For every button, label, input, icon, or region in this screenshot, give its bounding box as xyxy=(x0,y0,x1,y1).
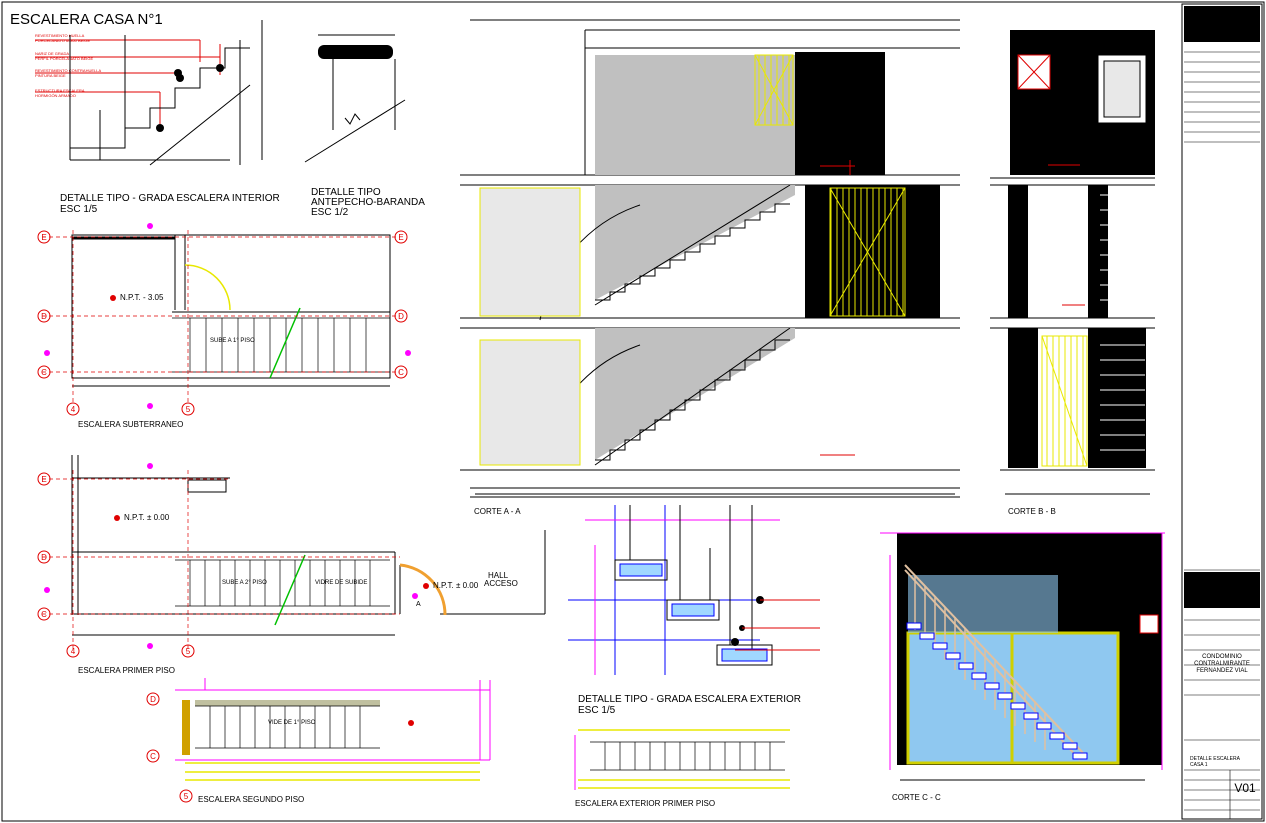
svg-text:RTU: RTU xyxy=(1202,579,1243,601)
exterior-detail-scale: ESC 1/5 xyxy=(578,705,616,716)
svg-text:PINTURA BEIGE: PINTURA BEIGE xyxy=(35,73,66,78)
svg-text:A: A xyxy=(416,601,421,608)
logo-text-top: RTU xyxy=(1202,13,1243,35)
primer-run-label: SUBE A 2° PISO xyxy=(222,580,267,586)
section-aa: CORTE A - A xyxy=(460,19,960,516)
svg-text:REVESTIMIENTO CONTRAHUELLA: REVESTIMIENTO CONTRAHUELLA xyxy=(35,68,101,73)
plan-primer-title: ESCALERA PRIMER PISO xyxy=(78,666,175,675)
svg-text:HORMIGÓN ARMADO: HORMIGÓN ARMADO xyxy=(35,93,76,98)
section-aa-title: CORTE A - A xyxy=(474,507,521,516)
primer-npt-hall: N.P.T. ± 0.00 xyxy=(433,581,479,590)
exterior-detail-title: DETALLE TIPO - GRADA ESCALERA EXTERIOR xyxy=(578,694,801,705)
svg-text:PERFIL PORCELANATO BEIGE: PERFIL PORCELANATO BEIGE xyxy=(35,56,93,61)
logo-box-top xyxy=(1184,6,1260,42)
logo-box-bottom xyxy=(1184,572,1260,608)
svg-text:ARQUITECTURA: ARQUITECTURA xyxy=(1206,601,1238,606)
sheet-name-1: DETALLE ESCALERA xyxy=(1190,756,1241,762)
svg-text:5: 5 xyxy=(186,647,191,656)
interior-detail-scale: ESC 1/5 xyxy=(60,204,98,215)
interior-detail-title: DETALLE TIPO - GRADA ESCALERA INTERIOR xyxy=(60,193,280,204)
svg-text:4: 4 xyxy=(71,647,76,656)
plan-primer-piso: E D C 4 5 N.P.T. ± 0.00 N.P.T. ± 0.00 SU… xyxy=(37,455,546,675)
svg-text:E: E xyxy=(41,475,46,484)
section-bb: CORTE B - B xyxy=(990,30,1155,516)
svg-text:D: D xyxy=(150,695,156,704)
grid-label-5: 5 xyxy=(186,405,191,414)
grid-label-d: D xyxy=(41,312,47,321)
exterior-step-detail: DETALLE TIPO - GRADA ESCALERA EXTERIOR E… xyxy=(568,505,820,716)
project-name-1: CONDOMINIO xyxy=(1202,654,1242,660)
plan-subterraneo-title: ESCALERA SUBTERRANEO xyxy=(78,420,183,429)
railing-detail: DETALLE TIPO ANTEPECHO-BARANDA ESC 1/2 xyxy=(304,34,425,218)
sheet-name-2: CASA 1 xyxy=(1190,762,1208,768)
plan-subterraneo: E E D D C C 4 5 N.P.T. - 3.05 SUBE A 1° … xyxy=(37,223,411,429)
svg-text:D: D xyxy=(398,312,404,321)
grid-label-e: E xyxy=(41,233,46,242)
hall-label-2: ACCESO xyxy=(484,579,518,588)
svg-text:REVESTIMIENTO HUELLA: REVESTIMIENTO HUELLA xyxy=(35,33,85,38)
grid-label-4: 4 xyxy=(71,405,76,414)
section-cc-title: CORTE C - C xyxy=(892,793,941,802)
title-block: RTU ARQUITECTURA RTU ARQUITECTURA CONDOM… xyxy=(1181,3,1263,820)
railing-detail-title-2: ANTEPECHO-BARANDA xyxy=(311,197,425,208)
segundo-void-label: VIDE DE 1° PISO xyxy=(268,720,316,726)
railing-detail-title-1: DETALLE TIPO xyxy=(311,187,381,198)
svg-text:C: C xyxy=(41,610,47,619)
svg-text:ESTRUCTURA ESCALERA: ESTRUCTURA ESCALERA xyxy=(35,88,85,93)
primer-npt: N.P.T. ± 0.00 xyxy=(124,513,170,522)
grid-label-c: C xyxy=(41,368,47,377)
svg-text:PORCELANATO 60x60 BEIGE: PORCELANATO 60x60 BEIGE xyxy=(35,38,91,43)
svg-text:NARIZ DE GRADA: NARIZ DE GRADA xyxy=(35,51,69,56)
sheet-code: V01 xyxy=(1234,781,1256,795)
railing-detail-scale: ESC 1/2 xyxy=(311,207,349,218)
section-bb-title: CORTE B - B xyxy=(1008,507,1056,516)
primer-void-label: VIDRE DE SUBIDE xyxy=(315,580,367,586)
svg-text:C: C xyxy=(398,368,404,377)
subterraneo-npt: N.P.T. - 3.05 xyxy=(120,293,164,302)
plan-exterior-title: ESCALERA EXTERIOR PRIMER PISO xyxy=(575,799,715,808)
section-cc: CORTE C - C xyxy=(880,532,1165,802)
svg-text:D: D xyxy=(41,553,47,562)
interior-step-detail: REVESTIMIENTO HUELLA PORCELANATO 60x60 B… xyxy=(35,20,280,215)
project-name-3: FERNANDEZ VIAL xyxy=(1196,668,1248,674)
svg-text:E: E xyxy=(398,233,403,242)
svg-text:C: C xyxy=(150,752,156,761)
subterraneo-run-label: SUBE A 1° PISO xyxy=(210,338,255,344)
svg-text:5: 5 xyxy=(184,792,189,801)
project-name-2: CONTRALMIRANTE xyxy=(1194,661,1250,667)
svg-text:ARQUITECTURA: ARQUITECTURA xyxy=(1206,35,1238,40)
plan-segundo-piso: VIDE DE 1° PISO D C 5 ESCALERA SEGUNDO P… xyxy=(146,678,491,804)
hall-label-1: HALL xyxy=(488,571,509,580)
sheet-title: ESCALERA CASA N°1 xyxy=(10,11,163,28)
plan-segundo-title: ESCALERA SEGUNDO PISO xyxy=(198,795,304,804)
plan-exterior-primer: ESCALERA EXTERIOR PRIMER PISO xyxy=(574,729,790,808)
